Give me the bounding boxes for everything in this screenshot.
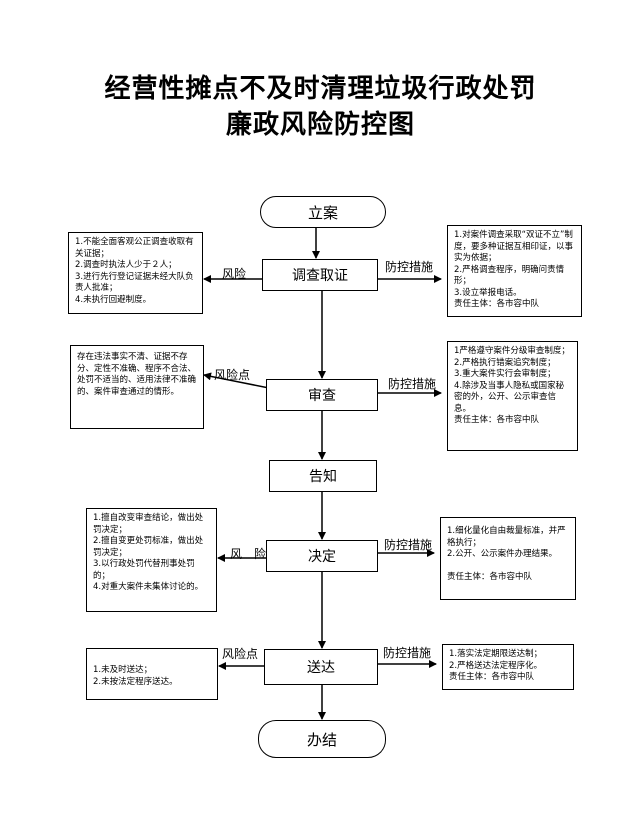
risk-note-line: 4.未执行回避制度。 — [75, 294, 152, 305]
risk-note-line: 存在违法事实不清、证据不存分、定性不准确、程序不合法、处罚不适当的、适用法律不准… — [77, 352, 197, 397]
control-note-line: 责任主体：各市容中队 — [447, 571, 533, 582]
control-note-line: 责任主体：各市容中队 — [454, 299, 540, 309]
control-note-line: 3.重大案件实行会审制度； — [454, 369, 556, 379]
risk-note-line: 2.未按法定程序送达。 — [93, 676, 178, 687]
risk-note-line: 1.不能全面客观公正调查收取有关证据； — [75, 237, 194, 259]
node-notify: 告知 — [269, 460, 377, 492]
label-control-investigate: 防控措施 — [385, 260, 434, 274]
risk-note-review: 存在违法事实不清、证据不存分、定性不准确、程序不合法、处罚不适当的、适用法律不准… — [70, 345, 204, 429]
diagram-title-line2: 廉政风险防控图 — [225, 110, 415, 140]
control-note-line: 责任主体：各市容中队 — [454, 415, 540, 425]
control-note-line: 3.设立举报电话。 — [454, 287, 522, 298]
control-note-investigate: 1.对案件调查采取“双证不立”制度，要多种证据互相印证，以事实为依据； 2.严格… — [447, 225, 582, 317]
control-note-review: 1严格遵守案件分级审查制度； 2.严格执行错案追究制度； 3.重大案件实行会审制… — [447, 341, 578, 451]
risk-note-line: 3.进行先行登记证据未经大队负责人批准； — [75, 271, 194, 294]
diagram-title-line1: 经营性摊点不及时清理垃圾行政处罚 — [104, 74, 537, 104]
risk-note-line: 2.擅自变更处罚标准，做出处罚决定； — [93, 536, 204, 558]
label-control-review: 防控措施 — [388, 377, 437, 391]
control-note-line: 2.严格调查程序，明确问责情形； — [454, 264, 565, 287]
risk-note-decide: 1.擅自改变审查结论，做出处罚决定； 2.擅自变更处罚标准，做出处罚决定； 3.… — [86, 508, 217, 612]
label-control-decide: 防控措施 — [384, 538, 433, 552]
label-risk-decide: 风 险 — [230, 547, 267, 561]
risk-note-investigate: 1.不能全面客观公正调查收取有关证据； 2.调查时执法人少于２人； 3.进行先行… — [68, 232, 203, 314]
control-note-line: 1.细化量化自由裁量标准，并严格执行； — [447, 526, 566, 548]
label-risk-investigate: 风险 — [222, 267, 247, 281]
node-end: 办结 — [258, 720, 386, 758]
arrow-risk-review — [203, 372, 275, 390]
label-risk-review: 风险点 — [214, 368, 251, 382]
label-control-deliver: 防控措施 — [383, 646, 432, 660]
control-note-decide: 1.细化量化自由裁量标准，并严格执行； 2.公开、公示案件办理结果。 责任主体：… — [440, 517, 576, 600]
risk-note-deliver: 1.未及时送达； 2.未按法定程序送达。 — [86, 648, 218, 700]
control-note-line: 4.除涉及当事人隐私或国家秘密的外，公开、公示审查信息。 — [454, 380, 565, 414]
node-review: 审查 — [266, 379, 378, 411]
control-note-line: 1严格遵守案件分级审查制度； — [454, 346, 570, 356]
risk-note-line: 2.调查时执法人少于２人； — [75, 260, 177, 270]
node-decide: 决定 — [266, 540, 378, 572]
control-note-line: 1.对案件调查采取“双证不立”制度，要多种证据互相印证，以事实为依据； — [454, 230, 574, 263]
risk-note-line: 1.未及时送达； — [93, 665, 153, 675]
control-note-line: 1.落实法定期限送达制； — [449, 649, 543, 659]
risk-note-line: 3.以行政处罚代替刑事处罚的； — [93, 559, 195, 581]
node-deliver: 送达 — [264, 649, 378, 685]
node-investigate: 调查取证 — [262, 259, 378, 291]
control-note-line: 责任主体：各市容中队 — [449, 672, 535, 682]
risk-note-line: 4.对重大案件未集体讨论的。 — [93, 582, 204, 592]
control-note-deliver: 1.落实法定期限送达制； 2.严格送达法定程序化。 责任主体：各市容中队 — [442, 644, 574, 690]
risk-note-line: 1.擅自改变审查结论，做出处罚决定； — [93, 513, 204, 535]
control-note-line — [447, 561, 569, 572]
control-note-line: 2.严格送达法定程序化。 — [449, 660, 543, 671]
node-start: 立案 — [260, 196, 386, 228]
control-note-line: 2.公开、公示案件办理结果。 — [447, 549, 558, 559]
control-note-line: 2.严格执行错案追究制度； — [454, 357, 556, 368]
label-risk-deliver: 风险点 — [222, 647, 259, 661]
